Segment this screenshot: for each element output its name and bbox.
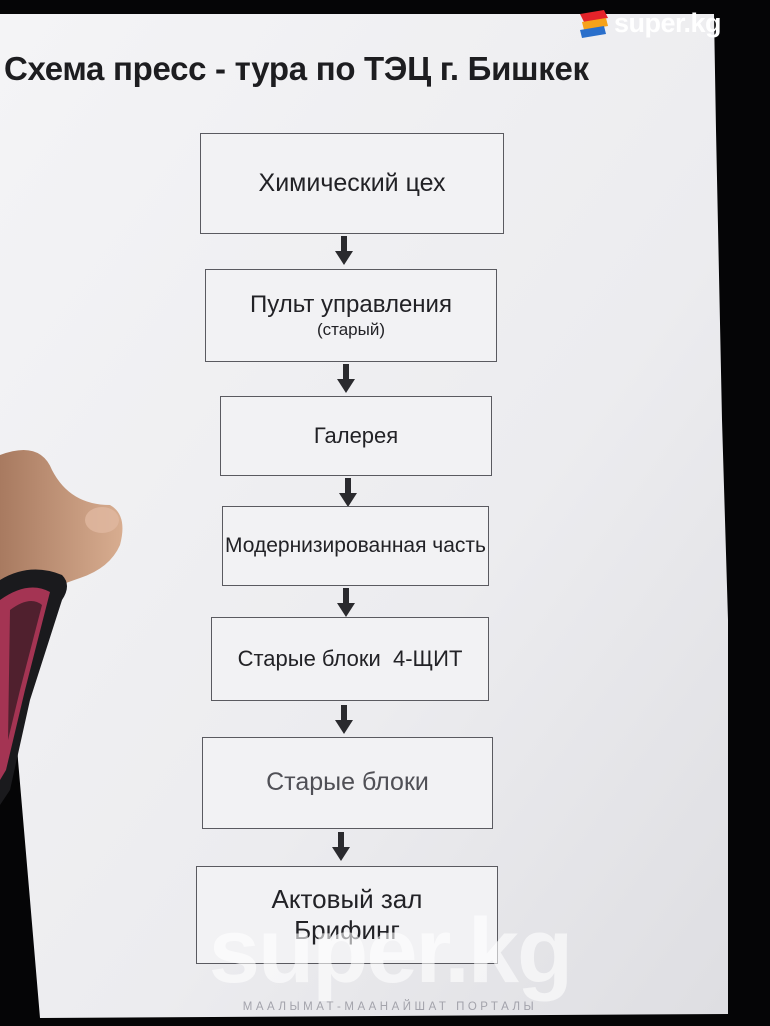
flow-step-label: Старые блоки — [266, 768, 429, 797]
down-arrow-icon — [337, 588, 355, 617]
watermark: super.kg МААЛЫМАТ-МААНАЙШАТ ПОРТАЛЫ — [205, 905, 575, 1013]
flow-step-old-blocks: Старые блоки — [202, 737, 493, 829]
logo-text: super.kg — [614, 7, 722, 38]
watermark-tagline: МААЛЫМАТ-МААНАЙШАТ ПОРТАЛЫ — [242, 1001, 538, 1013]
super-kg-logo: super.kg — [578, 6, 722, 40]
flow-step-label: Химический цех — [258, 168, 446, 197]
page-title: Схема пресс - тура по ТЭЦ г. Бишкек — [4, 50, 589, 87]
down-arrow-icon — [335, 705, 353, 734]
watermark-text: super.kg — [208, 900, 573, 1002]
flow-step-chemical-shop: Химический цех — [200, 133, 504, 234]
down-arrow-icon — [339, 478, 357, 507]
flow-step-control-panel: Пульт управления (старый) — [205, 269, 497, 362]
flow-step-label: Актовый зал Брифинг — [271, 884, 423, 945]
super-kg-logo-icon — [580, 10, 608, 38]
flow-step-sublabel: (старый) — [316, 319, 386, 339]
down-arrow-icon — [332, 832, 350, 861]
down-arrow-icon — [335, 236, 353, 265]
thumbnail-nail — [85, 507, 119, 533]
flow-step-gallery: Галерея — [220, 396, 492, 476]
down-arrow-icon — [337, 364, 355, 393]
flow-step-label: Модернизированная часть — [225, 533, 486, 557]
flow-step-label: Галерея — [313, 423, 399, 449]
flow-step-assembly-hall-briefing: Актовый зал Брифинг — [196, 866, 498, 964]
flow-step-label: Пульт управления — [250, 291, 452, 319]
flow-step-label: Старые блоки 4-ЩИТ — [237, 646, 463, 672]
flow-step-old-blocks-4-shchit: Старые блоки 4-ЩИТ — [211, 617, 489, 701]
flow-step-modernized-part: Модернизированная часть — [222, 506, 489, 586]
